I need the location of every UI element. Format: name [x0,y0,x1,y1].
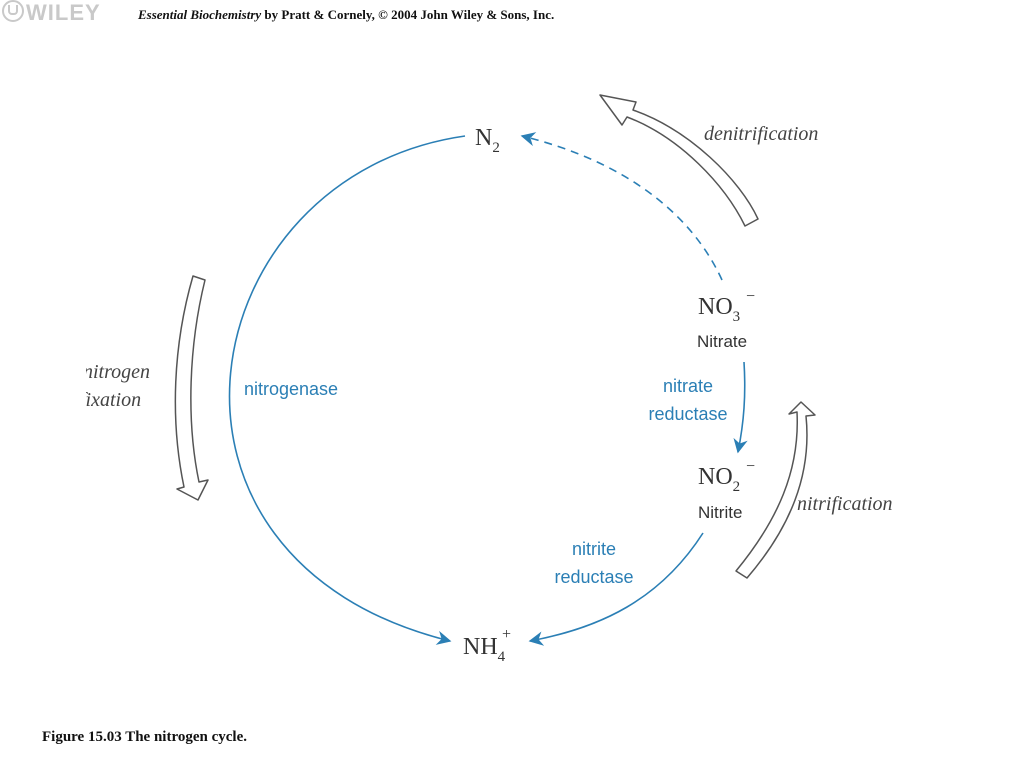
ammonium-formula: NH4 [463,634,506,665]
book-title: Essential Biochemistry [138,7,262,22]
nitrate-reductase-label-line1: nitrate [663,376,713,396]
nitrification-arrow-icon [735,401,816,579]
nitrogen-fixation-label-line1: nitrogen [83,361,150,383]
denitrification-pathway [520,132,723,281]
nitrite-reductase-label-line1: nitrite [572,539,616,559]
nitrite-formula: NO2 [698,464,740,495]
nitrate-label: Nitrate [697,332,747,351]
nitrate-reductase-label-line2: reductase [648,404,727,424]
nitrite-label: Nitrite [698,503,742,522]
nitrogen-fixation-pathway [228,135,466,645]
header: WILEY Essential Biochemistry by Pratt & … [0,0,1024,30]
nitrate-charge: − [746,288,755,305]
figure-caption: Figure 15.03 The nitrogen cycle. [42,729,247,745]
nitrification-label: nitrification [797,493,893,515]
nitrite-charge: − [746,458,755,475]
wiley-seal-icon [2,0,24,22]
nitrite-reduction-pathway [528,532,704,646]
nitrogenase-label: nitrogenase [244,379,338,399]
denitrification-label: denitrification [704,123,818,145]
nitrate-reduction-pathway [733,361,748,454]
ammonium-charge: + [502,626,511,643]
copyright-credit: Essential Biochemistry by Pratt & Cornel… [138,7,554,23]
left-crop-mask [0,355,86,415]
nitrogen-fixation-arrow-icon [174,275,209,501]
nitrate-formula: NO3 [698,294,740,325]
denitrification-arrow-icon [599,94,759,227]
wiley-logo: WILEY [2,0,101,26]
credit-text: by Pratt & Cornely, © 2004 John Wiley & … [261,7,555,22]
nitrite-reductase-label-line2: reductase [554,567,633,587]
nitrogen-fixation-label-line2: fixation [80,389,141,411]
n2-formula: N2 [475,125,500,156]
wiley-logo-text: WILEY [26,0,101,25]
